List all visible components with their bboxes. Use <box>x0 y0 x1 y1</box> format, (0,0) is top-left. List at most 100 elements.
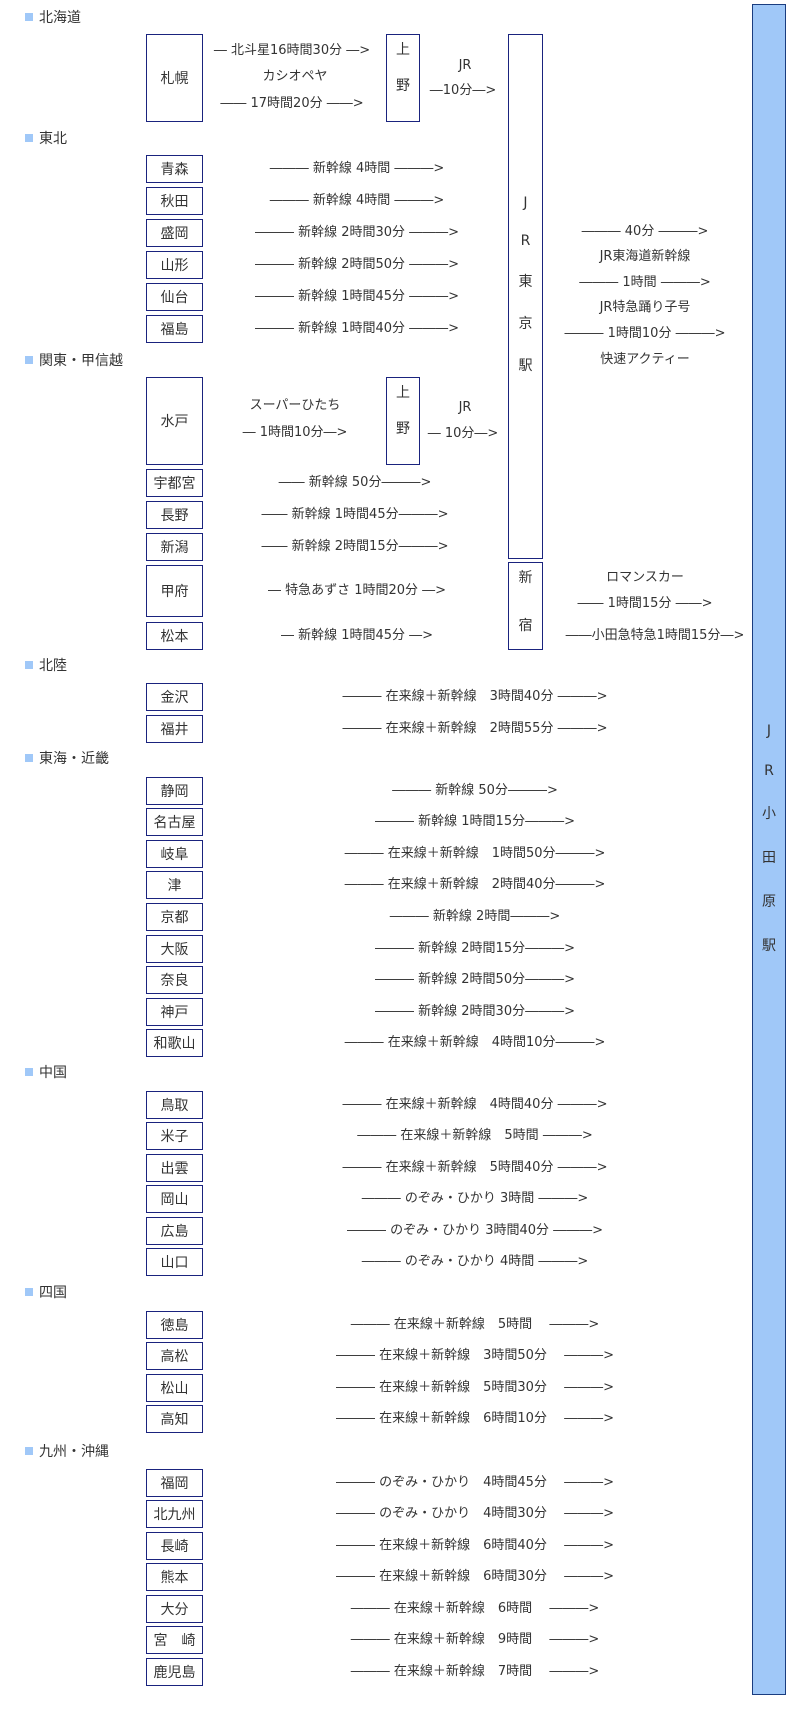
route-label: ――― 在来線＋新幹線 1時間50分―――> <box>344 846 606 861</box>
city-name: 高松 <box>160 1349 189 1365</box>
city-name: 宮 崎 <box>153 1633 196 1649</box>
city-name: 神戸 <box>160 1005 189 1021</box>
route-label: ― 北斗星16時間30分 ―> <box>213 43 371 58</box>
bullet-icon <box>25 134 33 142</box>
route-label: ― 10分―> <box>427 426 499 441</box>
route-label: ――― 在来線＋新幹線 4時間40分 ―――> <box>342 1097 608 1112</box>
route-label: ――― 在来線＋新幹線 9時間 ―――> <box>350 1632 600 1647</box>
city-name: 松本 <box>160 629 189 645</box>
route-label: ――― 在来線＋新幹線 3時間50分 ―――> <box>336 1348 614 1363</box>
city-name: 出雲 <box>160 1161 189 1177</box>
city-name: 山口 <box>160 1255 189 1271</box>
city-box: 和歌山 <box>146 1029 203 1057</box>
hub-char: 新 <box>518 570 533 586</box>
city-name: 新潟 <box>160 540 189 556</box>
city-name: 岐阜 <box>160 847 189 863</box>
route-label: ――― 在来線＋新幹線 6時間 ―――> <box>350 1601 600 1616</box>
region-label: 四国 <box>39 1285 67 1301</box>
route-label: ――― 新幹線 4時間 ―――> <box>269 193 445 208</box>
city-box: 山口 <box>146 1248 203 1276</box>
route-label: ――― 新幹線 2時間50分 ―――> <box>254 257 460 272</box>
route-label: ―― 新幹線 50分―――> <box>278 475 432 490</box>
route-label: ――― 新幹線 2時間15分―――> <box>375 941 575 956</box>
region-label: 中国 <box>39 1065 67 1081</box>
route-label: ――― 新幹線 2時間―――> <box>389 909 561 924</box>
hub-char: 上 <box>396 42 410 58</box>
hub-shinjuku: 新 宿 <box>508 562 543 650</box>
city-name: 米子 <box>160 1129 189 1145</box>
region-label: 東北 <box>39 131 67 147</box>
city-box: 米子 <box>146 1122 203 1150</box>
hub-char: R <box>520 233 531 249</box>
city-box: 京都 <box>146 903 203 931</box>
city-box: 徳島 <box>146 1311 203 1339</box>
region-header-tohoku: 東北 <box>25 129 67 147</box>
route-label: ――― 新幹線 2時間50分―――> <box>375 972 575 987</box>
city-name: 長崎 <box>160 1539 189 1555</box>
city-box: 福岡 <box>146 1469 203 1497</box>
bullet-icon <box>25 356 33 364</box>
city-name: 京都 <box>160 910 189 926</box>
route-label: カシオペヤ <box>262 69 328 84</box>
hub-ueno-2: 上 野 <box>386 377 420 465</box>
city-name: 北九州 <box>153 1507 196 1523</box>
route-label: ――― 新幹線 4時間 ―――> <box>269 161 445 176</box>
route-label: JR特急踊り子号 <box>599 300 691 315</box>
route-label: ――― 在来線＋新幹線 6時間30分 ―――> <box>336 1569 614 1584</box>
city-name: 静岡 <box>160 784 189 800</box>
hub-char: 原 <box>762 894 776 910</box>
region-header-chugoku: 中国 <box>25 1063 67 1081</box>
route-label: ――― 新幹線 2時間30分 ―――> <box>254 225 460 240</box>
bullet-icon <box>25 13 33 21</box>
city-name: 広島 <box>160 1224 189 1240</box>
route-label: ――― 在来線＋新幹線 2時間55分 ―――> <box>342 721 608 736</box>
city-name: 岡山 <box>160 1192 189 1208</box>
route-label: ――― 1時間 ―――> <box>579 275 711 290</box>
city-box: 広島 <box>146 1217 203 1245</box>
city-box: 神戸 <box>146 998 203 1026</box>
route-label: ――― 新幹線 50分―――> <box>392 783 558 798</box>
city-name: 高知 <box>160 1412 189 1428</box>
city-box-matsumoto: 松本 <box>146 622 203 650</box>
city-name: 長野 <box>160 508 189 524</box>
city-name: 奈良 <box>160 973 189 989</box>
route-label: ――― 新幹線 1時間15分―――> <box>375 814 575 829</box>
city-name: 和歌山 <box>153 1036 196 1052</box>
hub-char: 上 <box>396 385 410 401</box>
hub-char: R <box>764 763 774 779</box>
city-box: 熊本 <box>146 1563 203 1591</box>
bullet-icon <box>25 1447 33 1455</box>
city-box: 名古屋 <box>146 808 203 836</box>
city-box: 宮 崎 <box>146 1626 203 1654</box>
region-header-kyushu: 九州・沖縄 <box>25 1442 109 1460</box>
city-box: 長崎 <box>146 1532 203 1560</box>
region-header-hokuriku: 北陸 <box>25 656 67 674</box>
city-name: 金沢 <box>160 690 189 706</box>
city-name: 秋田 <box>160 194 189 210</box>
city-name: 山形 <box>160 258 189 274</box>
hub-char: J <box>766 723 772 739</box>
hub-char: 駅 <box>518 358 533 374</box>
city-box: 北九州 <box>146 1500 203 1528</box>
route-label: ――― 新幹線 2時間30分―――> <box>375 1004 575 1019</box>
route-label: ――― 新幹線 1時間45分 ―――> <box>254 289 460 304</box>
hub-char: 小 <box>762 806 776 822</box>
hub-char: 東 <box>518 274 533 290</box>
region-label: 北海道 <box>39 10 81 26</box>
hub-char: 宿 <box>518 618 533 634</box>
city-box: 静岡 <box>146 777 203 805</box>
city-name: 福岡 <box>160 1476 189 1492</box>
city-name: 大阪 <box>160 942 189 958</box>
route-label: スーパーひたち <box>249 398 341 413</box>
hub-char: 田 <box>762 850 776 866</box>
hub-char: J <box>523 195 528 211</box>
city-name: 札幌 <box>160 71 189 87</box>
route-label: JR東海道新幹線 <box>599 249 691 264</box>
bullet-icon <box>25 754 33 762</box>
city-name: 宇都宮 <box>153 476 196 492</box>
city-box: 岐阜 <box>146 840 203 868</box>
route-label: ――― 1時間10分 ―――> <box>564 326 726 341</box>
region-header-kanto: 関東・甲信越 <box>25 351 123 369</box>
city-box: 大阪 <box>146 935 203 963</box>
city-box: 松山 <box>146 1374 203 1402</box>
